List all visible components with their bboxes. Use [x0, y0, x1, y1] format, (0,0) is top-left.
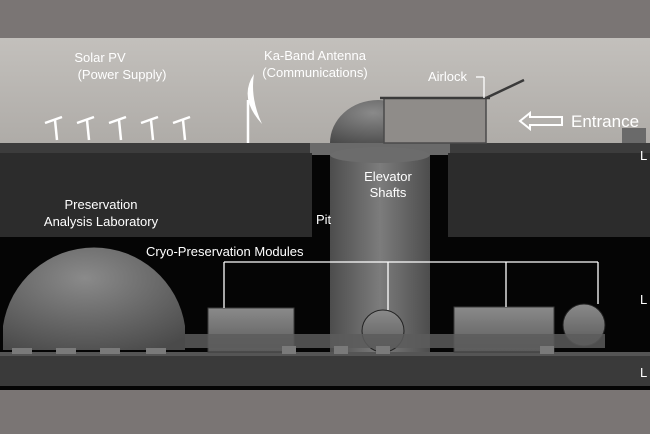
- cryo-label: Cryo-Preservation Modules: [146, 244, 304, 259]
- elevator-label-line1: Elevator: [364, 169, 412, 184]
- upper-slab-right: [448, 153, 650, 237]
- solar-label-line2: (Power Supply): [78, 67, 167, 82]
- antenna-dish-icon: [246, 74, 262, 143]
- lab-label-line1: Preservation: [65, 197, 138, 212]
- entrance-label: Entrance: [571, 112, 639, 131]
- solar-panel-icon: [76, 115, 95, 141]
- laboratory-dome: [3, 247, 185, 350]
- level-marker-1: L: [640, 148, 647, 163]
- upper-slab-left: [0, 153, 312, 237]
- lab-label-line2: Analysis Laboratory: [44, 214, 159, 229]
- solar-panel-icon: [172, 115, 191, 141]
- airlock-label: Airlock: [428, 69, 468, 84]
- airlock-structure: [380, 78, 525, 144]
- antenna-label-line1: Ka-Band Antenna: [264, 48, 367, 63]
- pit-label: Pit: [316, 212, 332, 227]
- solar-panel-array: [44, 115, 191, 141]
- solar-panel-icon: [108, 115, 127, 141]
- floor-supports: [12, 346, 554, 354]
- bottom-slab: [0, 352, 650, 386]
- entrance-kiosk: [622, 128, 646, 143]
- level-marker-3: L: [640, 365, 647, 380]
- corridor: [185, 334, 605, 348]
- bottom-slab-edge: [0, 352, 650, 356]
- solar-label-line1: Solar PV: [74, 50, 126, 65]
- level-marker-2: L: [640, 292, 647, 307]
- antenna-label-line2: (Communications): [262, 65, 367, 80]
- solar-panel-icon: [44, 115, 63, 141]
- left-arrow-icon: [518, 110, 563, 132]
- elevator-label-line2: Shafts: [370, 185, 407, 200]
- solar-panel-icon: [140, 115, 159, 141]
- cryo-leader-lines: [223, 261, 599, 310]
- surface-sky: [0, 38, 650, 146]
- elevator-shaft-top: [330, 147, 430, 163]
